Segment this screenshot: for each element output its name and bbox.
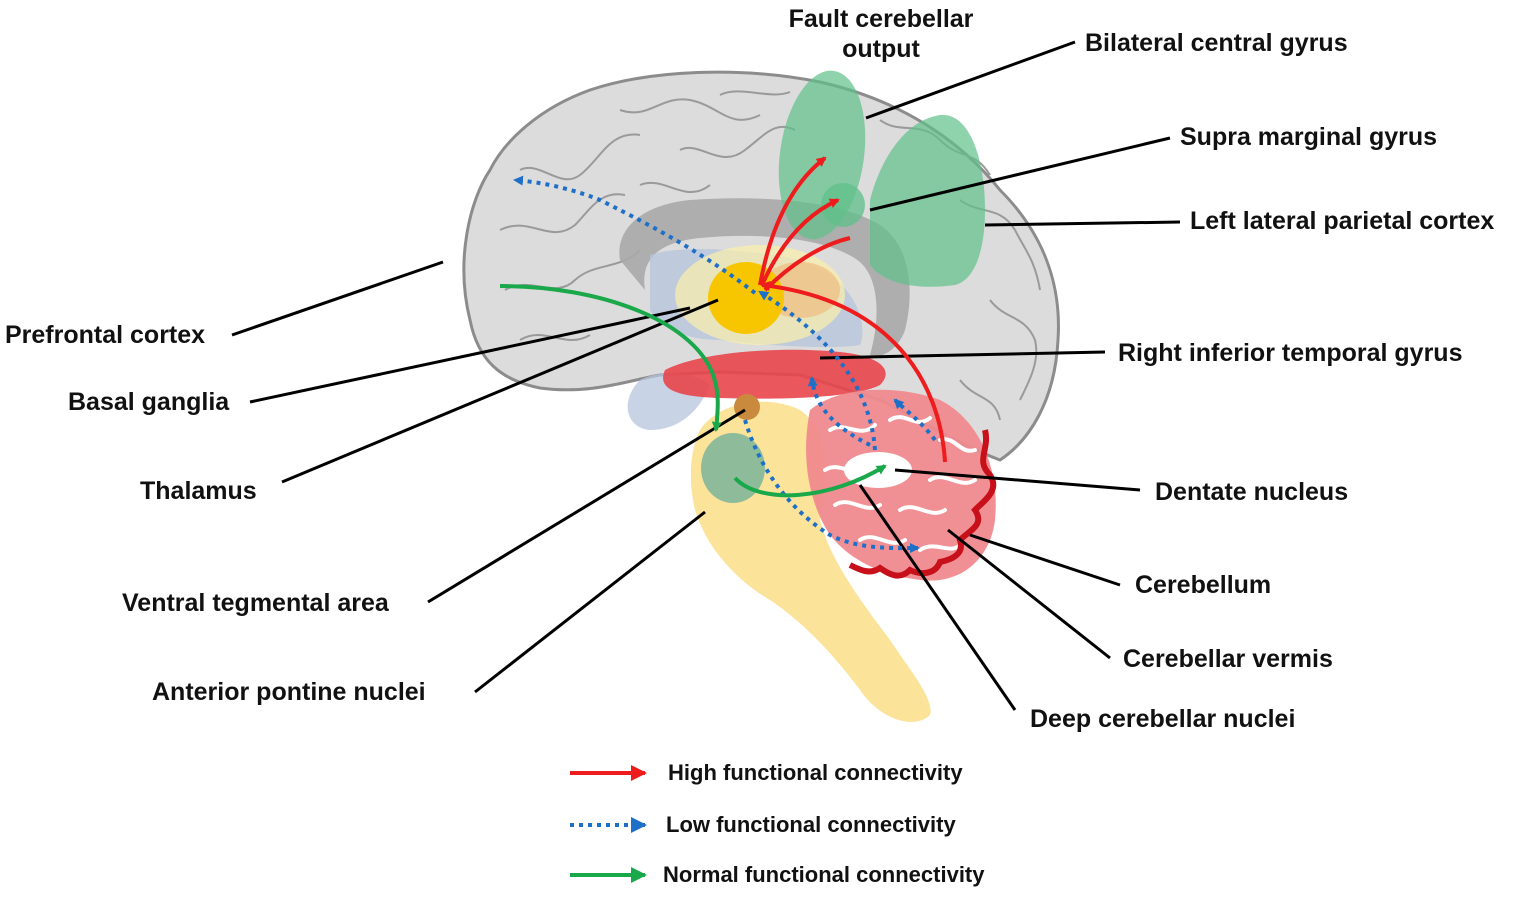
pointer-prefrontal [231,260,444,337]
label-prefrontal-cortex: Prefrontal cortex [5,321,206,349]
high-arrow-dentate-to-thalamus [760,280,947,463]
pointer-cerebellum [969,533,1121,587]
left-lateral-parietal-region [870,114,985,287]
legend-label-high: High functional connectivity [668,760,963,785]
low-arrow-dentate-to-thalamus [758,290,877,451]
right-inferior-temporal-region [663,349,886,399]
pointer-dentate [894,468,1141,492]
label-ventral-tegmental-area: Ventral tegmental area [122,589,389,617]
pointer-supra-marginal [869,136,1171,212]
pointer-left-lateral-parietal [984,220,1181,227]
label-thalamus: Thalamus [140,477,257,505]
pointer-anterior-pontine [474,510,706,694]
pointer-cerebellar-vermis [947,528,1111,660]
high-arrow-thalamus-to-parietal [763,236,851,292]
label-basal-ganglia: Basal ganglia [68,388,230,416]
pointer-thalamus [281,298,719,484]
label-bilateral-central-gyrus: Bilateral central gyrus [1085,29,1348,57]
label-supra-marginal-gyrus: Supra marginal gyrus [1180,123,1438,151]
anterior-pontine-nuclei-region [701,433,765,503]
cerebellum-region [806,389,996,581]
pointer-lines [231,40,1181,711]
label-right-inferior-temporal-gyrus: Right inferior temporal gyrus [1118,339,1463,367]
supra-marginal-gyrus-region [821,183,865,227]
pointer-bilateral-central [865,40,1076,120]
low-arrow-cerebellum-to-temporal [807,376,871,447]
label-cerebellar-vermis: Cerebellar vermis [1123,645,1333,673]
label-fault-cerebellar-output: Fault cerebellar output [772,4,990,64]
connectivity-arrows [499,156,947,554]
label-anterior-pontine-nuclei: Anterior pontine nuclei [152,678,426,706]
high-arrow-thalamus-to-supramarginal [760,198,840,286]
corpus-callosum [619,198,910,357]
pointer-deep-cerebellar [858,484,1017,711]
pointer-right-inferior-temporal [819,350,1106,360]
pointer-basal-ganglia [249,306,691,404]
pointer-ventral-tegmental [427,408,746,604]
low-arrow-pontine-to-cerebellum [743,419,920,554]
label-fault-cerebellar-line2: output [842,35,920,63]
legend-label-low: Low functional connectivity [666,812,956,837]
high-arrow-thalamus-to-central-gyrus [758,156,827,286]
label-left-lateral-parietal-cortex: Left lateral parietal cortex [1190,207,1495,235]
label-deep-cerebellar-nuclei: Deep cerebellar nuclei [1030,705,1296,733]
label-dentate-nucleus: Dentate nucleus [1155,478,1349,506]
ventral-tegmental-area-region [734,394,760,420]
normal-arrow-prefrontal-to-pontine [499,284,722,432]
label-fault-cerebellar-line1: Fault cerebellar [788,5,974,33]
legend-label-normal: Normal functional connectivity [663,862,985,887]
normal-arrow-pontine-to-dentate [733,464,887,498]
label-cerebellum: Cerebellum [1135,571,1272,599]
